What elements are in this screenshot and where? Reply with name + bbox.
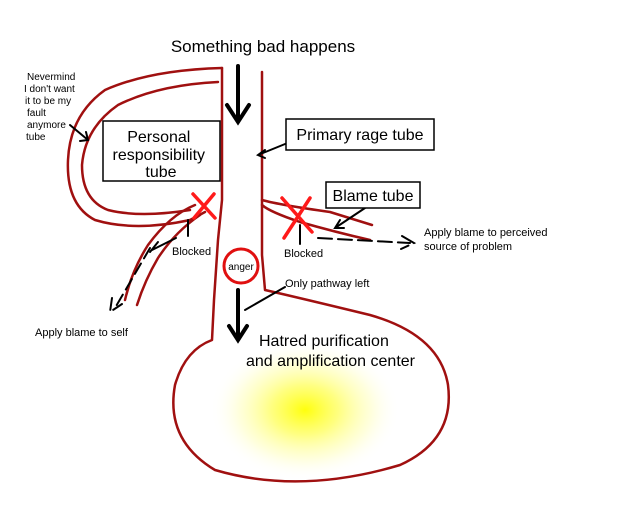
down-to-center-arrow	[227, 288, 249, 344]
nevermind-line-5: anymore	[27, 120, 66, 131]
block-x-right	[280, 196, 314, 240]
nevermind-line-2: I don't want	[24, 84, 75, 95]
nevermind-line-4: fault	[27, 108, 46, 119]
apply-blame-other-line-1: Apply blame to perceived	[424, 227, 548, 239]
block-marks	[191, 192, 314, 240]
anger-label: anger	[228, 262, 254, 273]
block-x-left	[191, 192, 217, 220]
apply-blame-self-arrow	[108, 247, 151, 315]
blame-tube-wall	[260, 198, 374, 242]
primary-rage-box	[285, 118, 435, 151]
svg-text:Apply blame to perceived s: Apply blame to perceived source of probl…	[424, 227, 551, 253]
personal-responsibility-box	[102, 120, 221, 182]
anger-circle	[222, 247, 260, 285]
apply-blame-self-label: Apply blame to self	[35, 327, 129, 339]
blame-tube-pointer	[333, 207, 366, 229]
only-pathway-pointer	[244, 286, 286, 311]
self-branch-dash	[149, 237, 177, 253]
apply-blame-other-arrow	[317, 235, 417, 250]
svg-text:Personal responsibility: Personal responsibility tube	[113, 129, 210, 181]
main-tube-left-wall	[172, 66, 451, 483]
top-down-arrow	[225, 64, 251, 126]
personal-box-line-3: tube	[145, 164, 176, 181]
svg-text:Hatred purification and am: Hatred purification and amplification ce…	[246, 333, 416, 370]
nevermind-tube-outer	[66, 66, 224, 228]
blocked-right-label: Blocked	[284, 248, 323, 260]
blocked-left-label: Blocked	[172, 246, 211, 258]
pointer-arrows	[69, 124, 417, 315]
flow-arrows	[225, 64, 251, 344]
blame-tube-box	[325, 181, 421, 209]
hatred-center-line-1: Hatred purification	[259, 333, 389, 350]
rage-pointer	[255, 141, 291, 159]
nevermind-line-3: it to be my	[25, 96, 71, 107]
top-label: Something bad happens	[171, 37, 355, 56]
personal-box-line-2: responsibility	[113, 147, 205, 164]
hatred-center-line-2: and amplification center	[246, 353, 416, 370]
nevermind-line-1: Nevermind	[27, 72, 75, 83]
apply-blame-other-line-2: source of problem	[424, 241, 512, 253]
primary-rage-label: Primary rage tube	[296, 127, 423, 144]
svg-text:Nevermind I don't want: Nevermind I don't want it to be my fault…	[24, 72, 78, 143]
nevermind-pointer	[69, 124, 90, 142]
blame-tube-label: Blame tube	[333, 188, 414, 205]
nevermind-line-6: tube	[26, 132, 46, 143]
nevermind-tube-inner	[80, 80, 220, 216]
personal-box-line-1: Personal	[127, 129, 190, 146]
hatred-glow	[210, 340, 400, 480]
only-pathway-label: Only pathway left	[285, 278, 369, 290]
